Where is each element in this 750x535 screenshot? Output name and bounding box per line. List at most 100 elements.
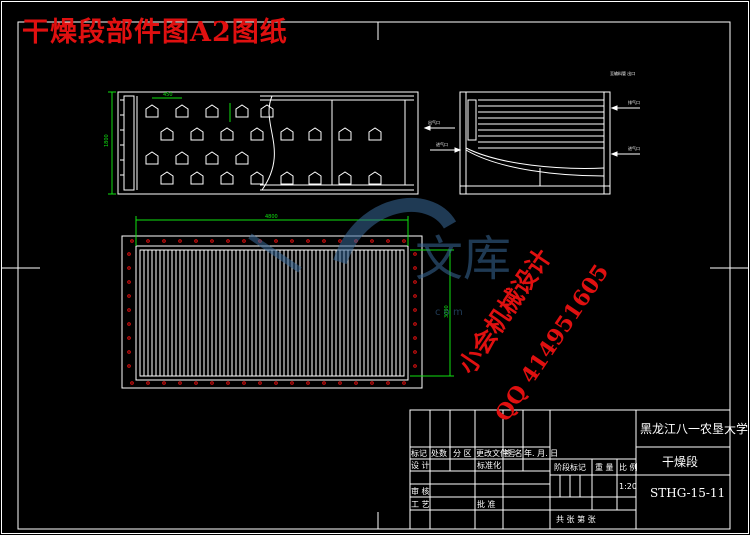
bolt-hole (274, 381, 278, 385)
bolt-hole (338, 239, 342, 243)
bolt-hole (127, 336, 131, 340)
bolt-hole (413, 266, 417, 270)
front-height-dim: 1800 (104, 134, 110, 147)
bolt-hole (127, 364, 131, 368)
port-outline (260, 104, 274, 118)
bolt-hole (413, 280, 417, 284)
side-arrows (423, 105, 640, 157)
tb-weight: 重 量 (595, 462, 614, 472)
tb-zone: 分 区 (453, 449, 472, 458)
port-outline (160, 171, 174, 185)
tb-review: 审 核 (411, 486, 430, 496)
tb-marks: 标记 (411, 448, 427, 458)
port-outline (205, 151, 219, 165)
port-outline (338, 127, 352, 141)
bolt-hole (162, 239, 166, 243)
tb-approve: 批 准 (477, 499, 496, 509)
port-outline (220, 127, 234, 141)
bolt-hole (210, 381, 214, 385)
tb-stage: 阶段标记 (554, 462, 586, 472)
bolt-hole (386, 381, 390, 385)
bolt-hole (127, 252, 131, 256)
tb-sheets: 共 张 第 张 (556, 514, 596, 524)
tb-standardize: 标准化 (477, 460, 501, 470)
tb-count: 处数 (431, 448, 447, 458)
bolt-hole (290, 381, 294, 385)
bolt-hole (413, 336, 417, 340)
plan-view-bolts (127, 239, 417, 385)
port-outline (235, 104, 249, 118)
tb-part-name: 干燥段 (662, 454, 698, 469)
tb-process: 工 艺 (411, 500, 430, 509)
bolt-hole (210, 239, 214, 243)
bolt-hole (146, 381, 150, 385)
plan-height-dim: 3000 (444, 305, 450, 318)
bolt-hole (290, 239, 294, 243)
bolt-hole (413, 252, 417, 256)
title-block (409, 409, 731, 530)
tb-drawing-no: STHG-15-11 (650, 486, 725, 500)
side-note: 至输料管 出口 (610, 70, 635, 76)
side-arrow-right-mid: 进气口 (628, 145, 640, 151)
tb-sign: 签 名 (504, 448, 523, 458)
bolt-hole (194, 381, 198, 385)
tb-scale: 1:20 (619, 482, 637, 491)
port-outline (175, 151, 189, 165)
bolt-hole (178, 239, 182, 243)
port-outline (145, 104, 159, 118)
bolt-hole (226, 239, 230, 243)
bolt-hole (306, 381, 310, 385)
bolt-hole (413, 350, 417, 354)
port-outline (338, 171, 352, 185)
port-outline (308, 171, 322, 185)
bolt-hole (127, 322, 131, 326)
port-outline (308, 127, 322, 141)
bolt-hole (127, 266, 131, 270)
front-view-ports (145, 104, 382, 185)
port-outline (368, 171, 382, 185)
tb-scale-label: 比 例 (619, 462, 638, 472)
bolt-hole (226, 381, 230, 385)
port-outline (220, 171, 234, 185)
watermark-logo: 文库 c o m (248, 198, 511, 318)
bolt-hole (386, 239, 390, 243)
tb-university: 黑龙江八一农垦大学 (640, 421, 748, 436)
side-arrow-left-mid: 进气口 (436, 141, 448, 147)
bolt-hole (402, 239, 406, 243)
front-dimensions (108, 91, 231, 195)
inner-frame (17, 21, 731, 530)
side-view (459, 91, 611, 195)
bolt-hole (338, 381, 342, 385)
bolt-hole (322, 239, 326, 243)
side-arrow-left-top: 出气口 (428, 119, 440, 125)
port-outline (205, 104, 219, 118)
bolt-hole (354, 381, 358, 385)
bolt-hole (127, 294, 131, 298)
bolt-hole (413, 308, 417, 312)
port-outline (190, 171, 204, 185)
bolt-hole (242, 381, 246, 385)
bolt-hole (413, 322, 417, 326)
bolt-hole (402, 381, 406, 385)
bolt-hole (322, 381, 326, 385)
bolt-hole (127, 308, 131, 312)
plan-view-slats (143, 250, 401, 376)
bolt-hole (258, 381, 262, 385)
tb-change-doc: 更改文件号 (476, 448, 516, 458)
bolt-hole (274, 239, 278, 243)
tb-design: 设 计 (411, 460, 430, 470)
bolt-hole (413, 294, 417, 298)
port-outline (145, 151, 159, 165)
side-view-slats (478, 99, 604, 149)
bolt-hole (306, 239, 310, 243)
bolt-hole (194, 239, 198, 243)
bolt-hole (413, 364, 417, 368)
port-outline (175, 104, 189, 118)
port-outline (250, 171, 264, 185)
bolt-hole (178, 381, 182, 385)
bolt-hole (162, 381, 166, 385)
front-width-dim: 450 (163, 92, 173, 98)
bolt-hole (130, 381, 134, 385)
side-arrow-right-top: 排气口 (628, 99, 640, 105)
